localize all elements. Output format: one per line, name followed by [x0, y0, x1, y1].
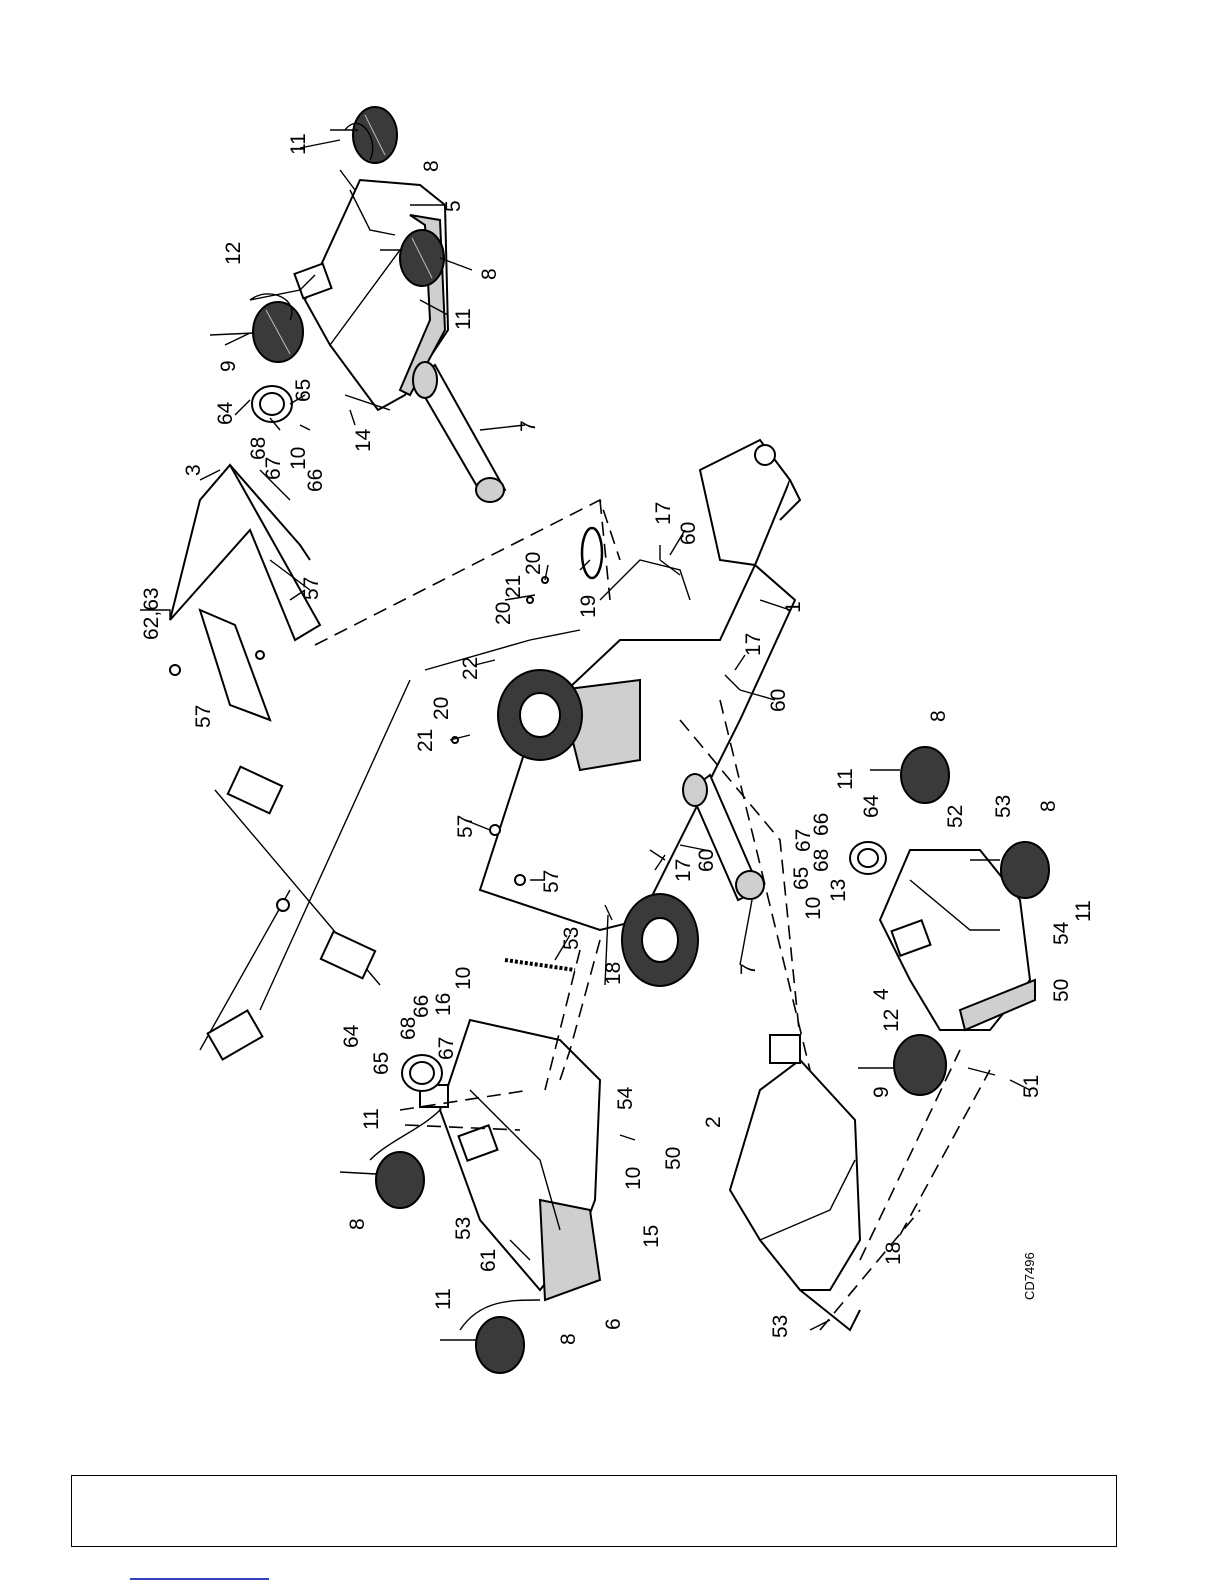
- callout-52: 52: [944, 805, 967, 828]
- callout-5: 5: [442, 200, 465, 212]
- callout-14: 14: [352, 428, 375, 452]
- callout-3: 3: [182, 464, 205, 476]
- callout-68: 68: [397, 1017, 420, 1040]
- callout-9: 9: [870, 1086, 893, 1098]
- chain-19: [582, 528, 602, 578]
- callout-60: 60: [767, 689, 790, 712]
- callout-20: 20: [492, 602, 515, 625]
- callout-8: 8: [927, 710, 950, 722]
- hitch-frame-3: [170, 465, 320, 720]
- upper-wing-gearbox: [252, 386, 292, 422]
- drive-shaft-7-center: [683, 774, 764, 900]
- callout-8: 8: [1037, 800, 1060, 812]
- callout-1: 1: [782, 601, 805, 613]
- callout-53: 53: [992, 795, 1015, 818]
- callout-12: 12: [222, 242, 245, 265]
- callout-57: 57: [454, 815, 477, 838]
- callout-10: 10: [622, 1167, 645, 1190]
- callout-57: 57: [300, 577, 323, 600]
- callout-8: 8: [478, 268, 501, 280]
- callout-11: 11: [360, 1108, 383, 1130]
- callout-17: 17: [742, 633, 765, 656]
- callout-17: 17: [672, 859, 695, 882]
- callout-65: 65: [790, 867, 813, 890]
- callout-64: 64: [214, 401, 237, 425]
- callout-11: 11: [287, 133, 310, 155]
- callout-54: 54: [614, 1086, 637, 1110]
- callout-53: 53: [560, 927, 583, 950]
- callout-64: 64: [860, 794, 883, 818]
- callout-68: 68: [247, 437, 270, 460]
- callout-15: 15: [640, 1225, 663, 1248]
- cylinder-linkage: [200, 680, 410, 1059]
- callout-67: 67: [262, 457, 285, 480]
- callout-6: 6: [602, 1318, 625, 1330]
- callout-51: 51: [1020, 1075, 1043, 1098]
- callout-54: 54: [1050, 921, 1073, 945]
- right-wing-gearbox: [850, 842, 886, 874]
- callout-57: 57: [540, 870, 563, 893]
- callout-65: 65: [292, 379, 315, 402]
- callout-65: 65: [370, 1052, 393, 1075]
- callout-11: 11: [834, 768, 857, 790]
- callout-8: 8: [420, 160, 443, 172]
- callout-10: 10: [287, 447, 310, 470]
- callout-10: 10: [802, 897, 825, 920]
- callout-60: 60: [695, 849, 718, 872]
- callout-64: 64: [340, 1024, 363, 1048]
- callout-21: 21: [414, 729, 437, 752]
- callout-22: 22: [459, 657, 482, 680]
- callout-7: 7: [517, 420, 540, 432]
- callout-17: 17: [652, 502, 675, 525]
- callout-57: 57: [192, 705, 215, 728]
- callout-8: 8: [346, 1218, 369, 1230]
- callout-11: 11: [1072, 900, 1095, 922]
- caption-box: [71, 1475, 1117, 1547]
- callout-53: 53: [452, 1217, 475, 1240]
- drive-shaft-7-upper: [413, 362, 505, 502]
- callout-68: 68: [810, 849, 833, 872]
- figure-code: CD7496: [1022, 1252, 1037, 1300]
- callout-53: 53: [769, 1315, 792, 1338]
- callout-16: 16: [432, 993, 455, 1016]
- callout-60: 60: [677, 522, 700, 545]
- left-wing-deck: [420, 1020, 600, 1300]
- callout-4: 4: [870, 988, 893, 1000]
- callout-50: 50: [1050, 979, 1073, 1002]
- callout-18: 18: [602, 962, 625, 985]
- callout-66: 66: [304, 469, 327, 492]
- callout-2: 2: [702, 1116, 725, 1128]
- spring-53: [505, 960, 575, 970]
- callout-9: 9: [217, 360, 240, 372]
- callout-66: 66: [410, 995, 433, 1018]
- callout-67: 67: [792, 829, 815, 852]
- lower-hitch-frame-2: [730, 1035, 860, 1330]
- callout-7: 7: [737, 963, 760, 975]
- callout-20: 20: [522, 552, 545, 575]
- callout-20: 20: [430, 697, 453, 720]
- callout-67: 67: [435, 1037, 458, 1060]
- callout-10: 10: [452, 967, 475, 990]
- callout-50: 50: [662, 1147, 685, 1170]
- callout-12: 12: [880, 1009, 903, 1032]
- callout-11: 11: [452, 308, 475, 330]
- callout-21: 21: [502, 575, 525, 598]
- footer-link-underline[interactable]: [130, 1578, 269, 1580]
- callout-18: 18: [882, 1242, 905, 1265]
- callout-61: 61: [477, 1249, 500, 1272]
- cable-22: [425, 630, 580, 670]
- callout-62-63: 62,63: [140, 587, 163, 640]
- leader-lines: [140, 140, 790, 985]
- callout-11: 11: [432, 1288, 455, 1310]
- callout-19: 19: [577, 595, 600, 618]
- callout-8: 8: [557, 1333, 580, 1345]
- callout-13: 13: [827, 879, 850, 902]
